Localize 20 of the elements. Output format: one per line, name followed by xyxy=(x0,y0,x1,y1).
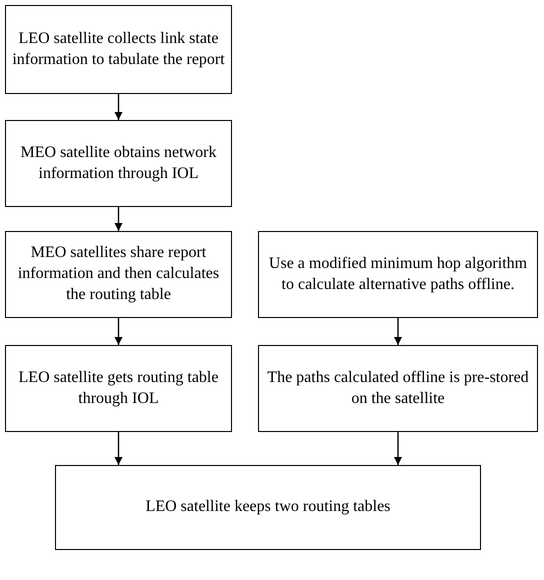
process-box xyxy=(5,231,232,318)
step-text: LEO satellite keeps two routing tables xyxy=(146,497,390,518)
process-box xyxy=(55,465,481,550)
process-box xyxy=(258,345,538,432)
arrow xyxy=(394,318,402,345)
step-text: The paths calculated offline is pre-stored on the satellite xyxy=(266,368,530,408)
step-text: MEO satellites share report information and then calculates the routing table xyxy=(16,243,220,305)
process-box xyxy=(258,231,538,318)
arrow xyxy=(394,432,402,465)
arrow xyxy=(114,94,122,120)
step-text: MEO satellite obtains network information through IOL xyxy=(20,142,218,184)
process-box xyxy=(5,345,232,432)
step-text: LEO satellite collects link state information to tabulate the report xyxy=(11,28,226,70)
arrow xyxy=(114,318,122,345)
process-box xyxy=(5,120,232,207)
arrow xyxy=(114,207,122,231)
step-text: LEO satellite gets routing table through IOL xyxy=(18,368,220,408)
step-text: Use a modified minimum hop algorithm to calculate alternative paths offline. xyxy=(268,254,528,294)
process-box xyxy=(5,5,232,94)
arrow xyxy=(114,432,122,465)
